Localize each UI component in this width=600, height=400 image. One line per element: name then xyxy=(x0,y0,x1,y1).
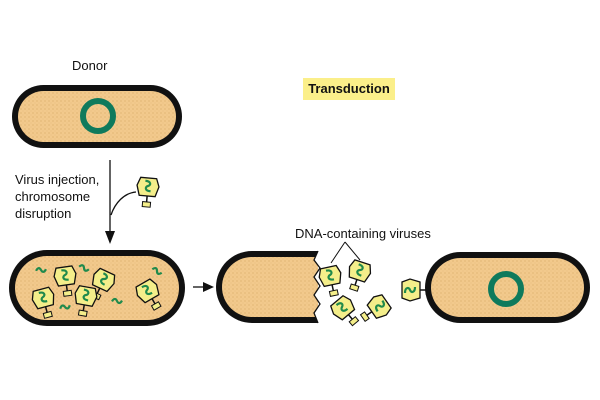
arrow-down xyxy=(105,160,137,244)
step-label: Virus injection, chromosome disruption xyxy=(15,172,135,223)
recipient-cell xyxy=(425,252,590,323)
infected-cell xyxy=(9,250,185,326)
step-label-line-3: disruption xyxy=(15,206,72,221)
donor-plasmid xyxy=(80,98,116,134)
diagram-title: Transduction xyxy=(308,81,390,96)
released-viruses xyxy=(316,257,394,332)
arrow-right xyxy=(193,282,214,292)
title-highlight xyxy=(303,78,395,100)
lysed-cell xyxy=(216,250,321,324)
donor-cell xyxy=(12,85,182,148)
dna-viruses-label: DNA-containing viruses xyxy=(295,226,431,241)
infecting-virus xyxy=(134,175,161,209)
step-label-line-2: chromosome xyxy=(15,189,91,204)
label-pointers xyxy=(330,241,361,264)
recipient-plasmid xyxy=(488,271,524,307)
step-label-line-1: Virus injection, xyxy=(15,172,100,187)
donor-label: Donor xyxy=(72,58,108,73)
